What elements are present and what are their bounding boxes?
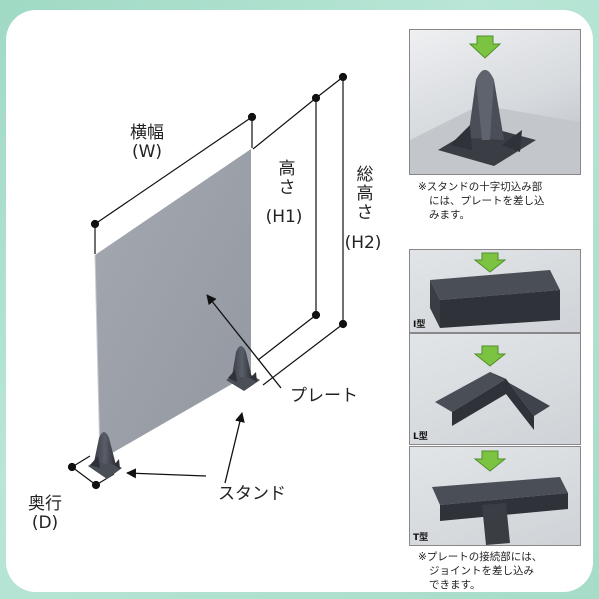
plate-edge — [94, 254, 101, 461]
stand-note-line-3: みます。 — [429, 209, 470, 221]
stand-closeup-graphic — [410, 35, 580, 174]
plate-panel — [95, 149, 251, 460]
depth-label: 奥行 — [28, 494, 62, 514]
i-type-label: I型 — [413, 320, 426, 330]
i-joint-photo: I型 — [409, 249, 581, 333]
joint-note-line-2: ジョイントを差し込み — [429, 565, 534, 577]
t-joint-photo: T型 — [409, 446, 581, 546]
l-joint-photo: L型 — [409, 333, 581, 445]
height1-label: 高さ — [278, 159, 296, 198]
diagram-card: 横幅 (W) 高さ (H1) 総高さ (H2) プレート スタンド 奥行 (D)… — [6, 10, 593, 592]
height1-dimension — [252, 93, 321, 361]
l-type-label: L型 — [413, 432, 428, 442]
stand-label: スタンド — [218, 484, 286, 504]
joint-note-line-1: ※プレートの接続部には、 — [418, 551, 543, 563]
partition-drawing — [67, 72, 348, 490]
t-type-label: T型 — [413, 533, 429, 543]
t-joint-graphic — [432, 450, 568, 545]
height2-code-label: (H2) — [344, 233, 382, 253]
height1-code-label: (H1) — [265, 207, 303, 227]
width-label: 横幅 — [130, 123, 164, 143]
stand-note-line-1: ※スタンドの十字切込み部 — [418, 181, 543, 193]
stand-left — [88, 432, 122, 479]
stand-closeup-photo — [409, 29, 581, 175]
height2-dimension — [262, 72, 348, 386]
pointer-arrows — [126, 294, 282, 484]
width-dimension — [90, 112, 257, 254]
width-code-label: (W) — [131, 142, 163, 162]
stand-right — [226, 346, 260, 391]
height2-label: 総高さ — [356, 165, 374, 223]
i-joint-graphic — [430, 252, 560, 328]
stand-note-line-2: には、プレートを差し込 — [429, 195, 545, 207]
plate-label: プレート — [290, 386, 358, 406]
depth-code-label: (D) — [31, 513, 59, 533]
joint-note-line-3: できます。 — [429, 579, 481, 591]
l-joint-graphic — [435, 345, 550, 430]
